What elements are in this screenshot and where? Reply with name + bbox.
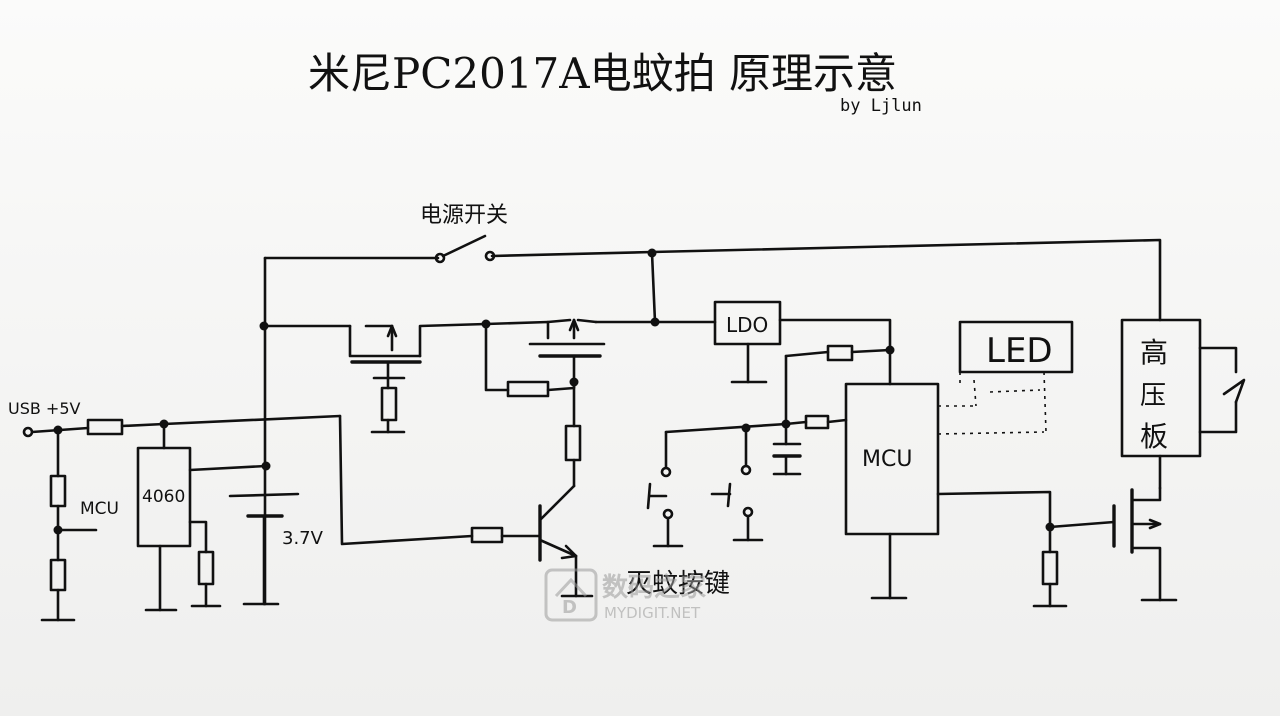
output-mosfet xyxy=(1032,486,1178,608)
ldo-label: LDO xyxy=(726,313,768,337)
led-module: LED xyxy=(937,320,1074,435)
mosfet-2 xyxy=(484,318,606,488)
watermark-cn: 数码之家 xyxy=(602,572,706,603)
mcu-label: MCU xyxy=(862,447,912,472)
led-label: LED xyxy=(986,331,1053,371)
power-switch: 电源开关 xyxy=(420,203,508,264)
hv-label-2: 压 xyxy=(1140,381,1166,411)
usb-label: USB +5V xyxy=(8,399,81,418)
page-title: 米尼PC2017A电蚊拍 原理示意 xyxy=(308,49,897,98)
watermark: D 数码之家 MYDIGIT.NET xyxy=(544,568,706,622)
buttons-label: 灭蚊按键 xyxy=(626,569,730,599)
hv-board: 高 压 板 xyxy=(1120,318,1246,490)
watermark-logo-letter: D xyxy=(562,597,577,618)
mcu-chip: MCU xyxy=(664,344,1052,600)
zap-buttons: 灭蚊按键 xyxy=(626,426,764,599)
author-byline: by Ljlun xyxy=(840,96,922,116)
npn-transistor xyxy=(338,414,594,598)
hv-label-3: 板 xyxy=(1140,420,1168,453)
usb-input: USB +5V MCU xyxy=(8,399,342,622)
hv-label-1: 高 xyxy=(1140,336,1168,369)
junction-dots xyxy=(53,248,1055,535)
mosfet-1 xyxy=(348,322,488,434)
ldo-regulator: LDO xyxy=(713,300,782,384)
watermark-en: MYDIGIT.NET xyxy=(604,604,701,622)
ic-4060-label: 4060 xyxy=(142,487,185,507)
top-power-rail xyxy=(263,238,1162,606)
power-switch-label: 电源开关 xyxy=(420,203,508,228)
mcu-sense-label: MCU xyxy=(80,499,119,519)
ic-4060: 4060 xyxy=(136,422,268,612)
battery-label: 3.7V xyxy=(282,528,324,549)
battery-3v7: 3.7V xyxy=(228,492,324,606)
mosfet-rail xyxy=(262,251,892,352)
